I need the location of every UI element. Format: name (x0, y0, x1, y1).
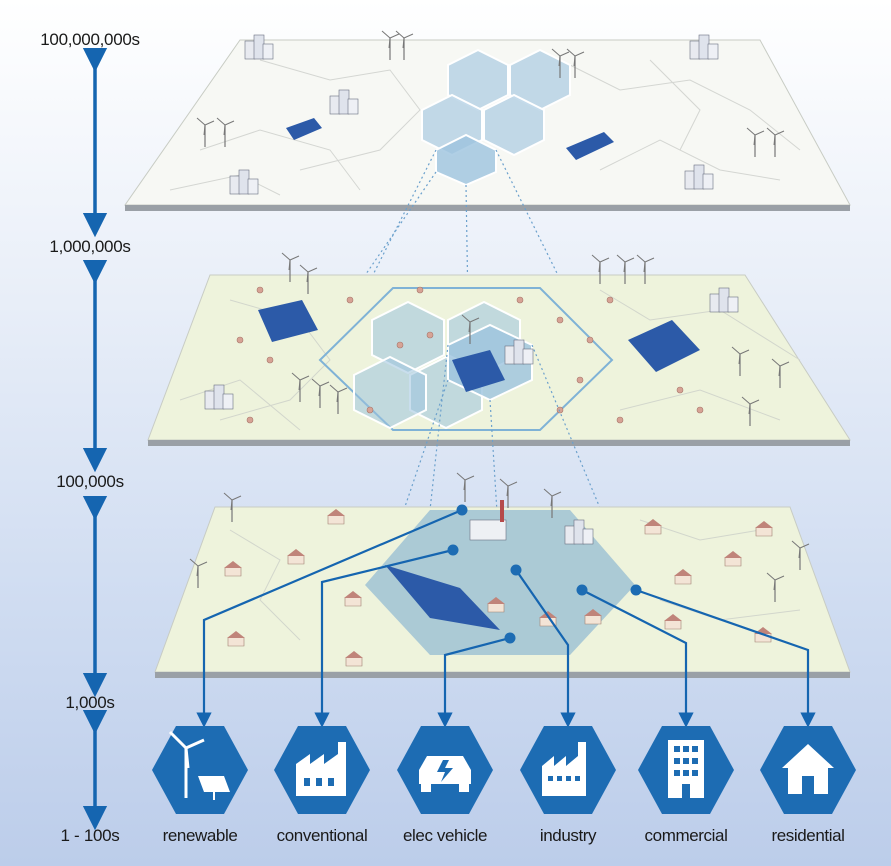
regional-scale-plane (147, 252, 851, 446)
category-label-residential: residential (771, 826, 845, 845)
top-hex-cluster (421, 48, 571, 187)
scale-label-1-100: 1 - 100s (60, 826, 120, 845)
residential-icon (760, 726, 856, 814)
scale-label-100m: 100,000,000s (40, 30, 140, 49)
commercial-icon (638, 726, 734, 814)
elec-vehicle-icon (397, 726, 493, 814)
category-label-industry: industry (539, 826, 597, 845)
category-label-commercial: commercial (644, 826, 728, 845)
scale-label-100k: 100,000s (56, 472, 124, 491)
scale-label-1m: 1,000,000s (49, 237, 131, 256)
category-label-elec-vehicle: elec vehicle (402, 826, 488, 845)
local-scale-plane (154, 472, 851, 678)
factory-cluster (469, 500, 507, 541)
industry-icon (520, 726, 616, 814)
category-label-conventional: conventional (276, 826, 368, 845)
scale-label-1k: 1,000s (65, 693, 115, 712)
renewable-icon (152, 726, 248, 814)
national-scale-plane (124, 30, 851, 211)
connector-dots (447, 504, 642, 644)
conventional-icon (274, 726, 370, 814)
category-label-renewable: renewable (162, 826, 238, 845)
category-connectors (196, 508, 816, 728)
